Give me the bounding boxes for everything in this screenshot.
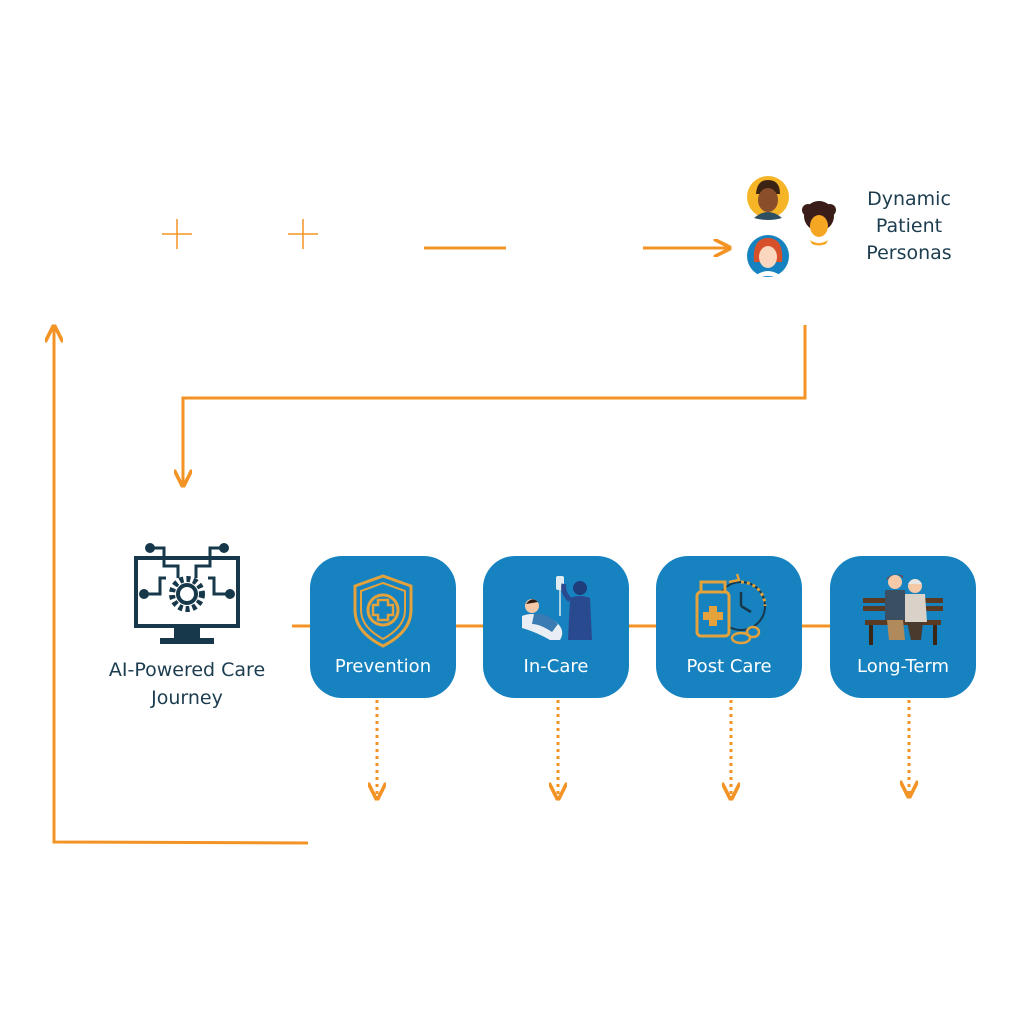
decorative-plus-icon (288, 219, 318, 249)
personas-label: Dynamic Patient Personas (846, 186, 972, 267)
personas-label-line: Patient (875, 215, 943, 237)
patient-doctor-icon (522, 576, 592, 640)
stage-card-prevention: Prevention (310, 556, 456, 698)
elderly-couple-bench-icon (863, 574, 943, 645)
curly-hair-avatar-icon (802, 201, 836, 246)
decorative-plus-icon (162, 219, 192, 249)
ai-computer-icon (134, 543, 240, 644)
male-avatar-icon (747, 176, 789, 220)
shield-cross-icon (353, 574, 413, 648)
feedback-loop-arrow (54, 328, 309, 845)
stage-card-long-term: Long-Term (830, 556, 976, 698)
journey-label-line: AI-Powered Care (108, 659, 266, 681)
female-avatar-icon (747, 235, 789, 277)
stage-card-in-care: In-Care (483, 556, 629, 698)
personas-label-line: Dynamic (867, 188, 951, 210)
medicine-clock-icon (695, 573, 767, 645)
stage-label: Post Care (686, 656, 772, 677)
journey-label-line: Journey (151, 687, 223, 709)
journey-label: AI-Powered Care Journey (92, 656, 282, 712)
stage-card-post-care: Post Care (656, 556, 802, 698)
stage-label: In-Care (523, 656, 589, 677)
stage-label: Long-Term (856, 656, 950, 677)
arrow-personas-to-journey (183, 325, 807, 484)
personas-label-line: Personas (866, 242, 952, 264)
stage-label: Prevention (334, 656, 432, 677)
